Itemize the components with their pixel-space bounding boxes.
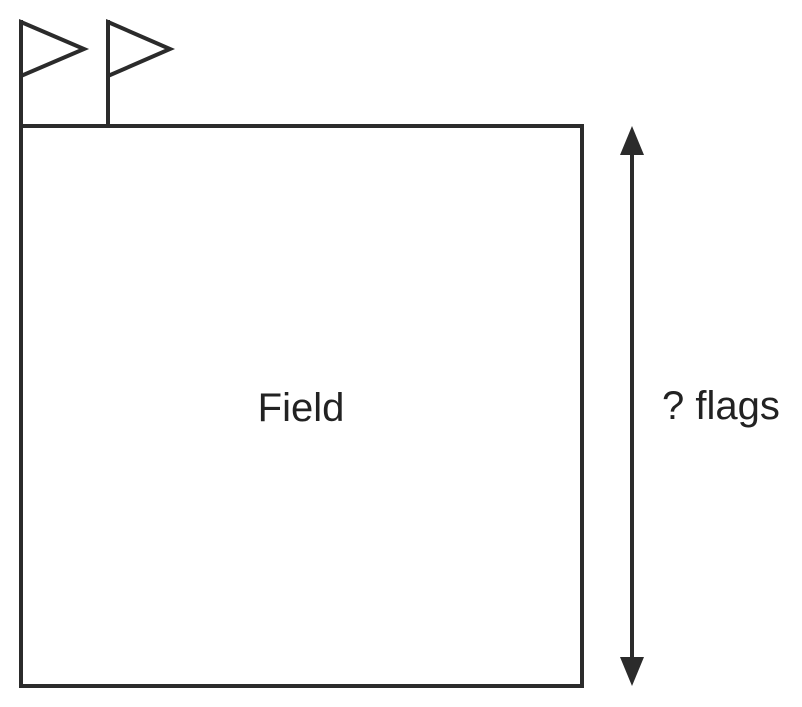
- flag-2: [106, 18, 176, 128]
- arrowhead-down-icon: [620, 657, 644, 686]
- flag-1-pennant: [19, 18, 90, 80]
- arrowhead-up-icon: [620, 126, 644, 155]
- flag-2-pennant: [106, 18, 176, 80]
- field-square: [19, 124, 584, 688]
- dimension-label: ? flags: [662, 384, 780, 428]
- field-label: Field: [258, 386, 345, 430]
- flag-1: [19, 18, 90, 128]
- dimension-arrow: [620, 126, 644, 686]
